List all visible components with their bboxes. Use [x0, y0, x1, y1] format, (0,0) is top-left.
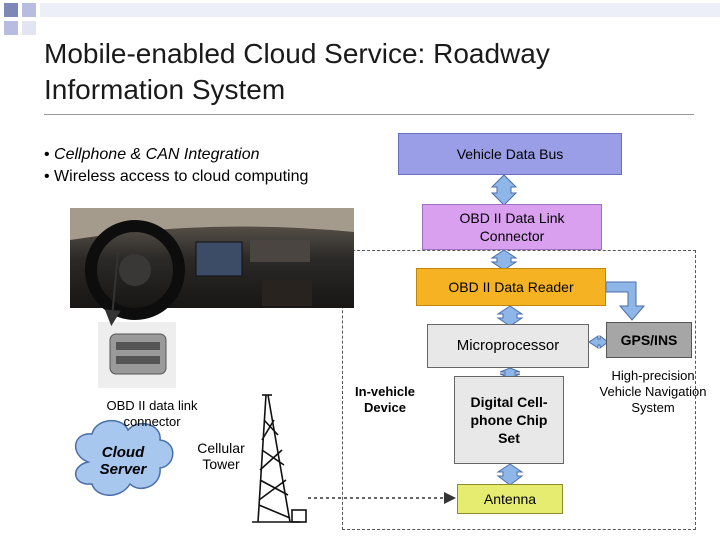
bullet-item: • Wireless access to cloud computing: [44, 168, 309, 185]
flow-arrows: [490, 174, 646, 486]
antenna-box: Antenna: [457, 484, 563, 514]
box-label-line: Digital Cell-: [470, 394, 548, 410]
tower-icon: [252, 394, 307, 523]
microprocessor-box: Microprocessor: [427, 324, 589, 368]
cloud-server-label: Cloud Server: [99, 444, 147, 478]
vehicle-data-bus-box: Vehicle Data Bus: [398, 133, 622, 175]
connector-callout-arrow: [104, 251, 121, 326]
in-vehicle-device-region: [342, 250, 696, 530]
bullet-item: • Cellphone & CAN Integration: [44, 146, 260, 163]
header-decoration: [4, 3, 720, 35]
obd-data-reader-box: OBD II Data Reader: [416, 268, 606, 306]
cellphone-chipset-box: Digital Cell- phone Chip Set: [454, 376, 564, 464]
cellular-tower-label: Cellular Tower: [197, 440, 245, 472]
obd-connector-label: OBD II data link connector: [106, 398, 198, 429]
in-vehicle-device-label: In-vehicle Device: [355, 384, 415, 415]
dashboard-photo: [70, 208, 354, 320]
cloud-icon: [75, 420, 174, 496]
gps-ins-box: GPS/INS: [606, 322, 692, 358]
bullet-list: • Cellphone & CAN Integration • Wireless…: [44, 144, 308, 188]
box-label-line: Set: [498, 430, 520, 446]
navigation-system-label: High-precision Vehicle Navigation System: [599, 368, 707, 415]
obd-connector-photo: [98, 322, 176, 388]
box-label-line: OBD II Data Link: [459, 210, 565, 226]
box-label-line: Connector: [479, 228, 545, 244]
box-label-line: phone Chip: [470, 412, 548, 428]
page-title: Mobile-enabled Cloud Service: Roadway In…: [44, 38, 550, 105]
obd-data-link-connector-box: OBD II Data Link Connector: [422, 204, 602, 250]
title-divider: [44, 114, 694, 115]
